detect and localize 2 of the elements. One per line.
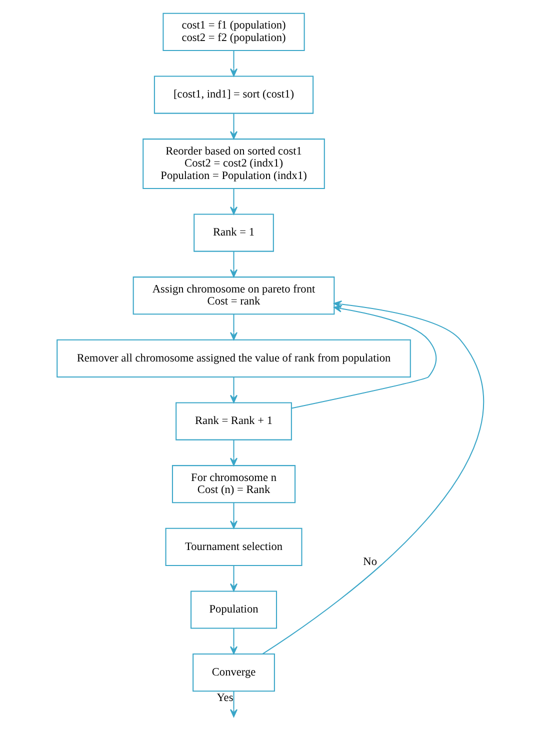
edge-label: No [362,556,377,568]
edge-label: Yes [216,691,233,704]
